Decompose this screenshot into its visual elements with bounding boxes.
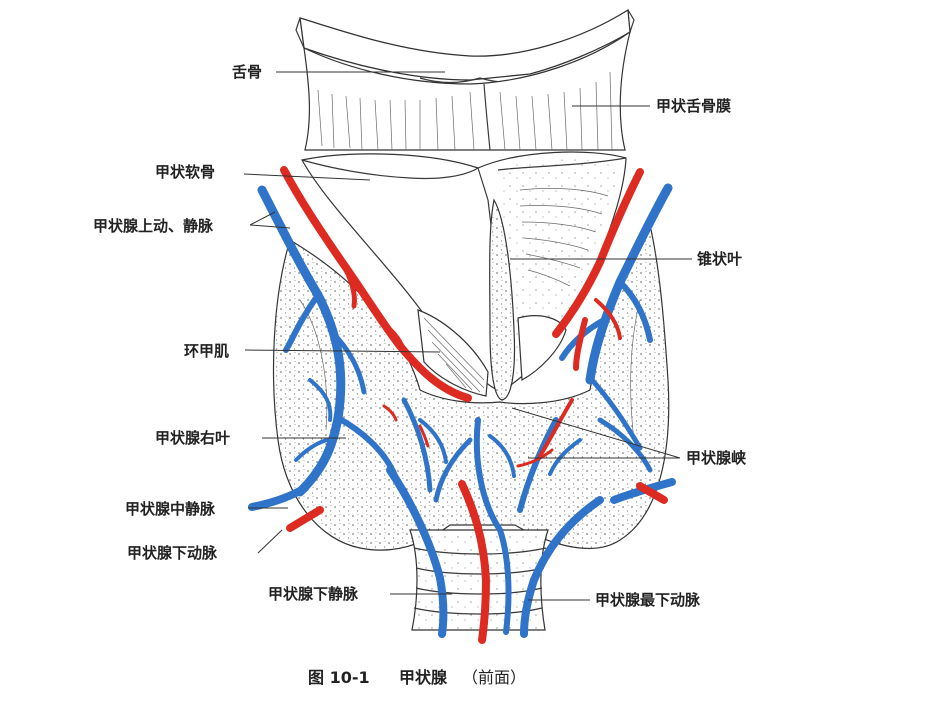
label-hyoid: 舌骨 — [232, 63, 262, 81]
thyroid-gland-drawing — [272, 223, 670, 551]
label-pyramidal-lobe: 锥状叶 — [697, 250, 742, 268]
hyoid-and-membrane-drawing — [295, 8, 635, 151]
caption-number: 图 10-1 — [308, 668, 370, 687]
label-cricothyroid: 环甲肌 — [184, 342, 229, 360]
labels: 舌骨 甲状舌骨膜 甲状软骨 甲状腺上动、静脉 锥状叶 环甲肌 甲状腺右叶 甲状腺… — [93, 63, 747, 609]
leader-lines — [243, 71, 692, 601]
label-thyrohyoid-membrane: 甲状舌骨膜 — [656, 97, 731, 115]
thyroid-arteries — [280, 166, 668, 644]
figure-caption: 图 10-1 甲状腺 （前面） — [308, 668, 526, 687]
label-isthmus: 甲状腺峡 — [686, 449, 747, 467]
label-thyroid-cartilage: 甲状软骨 — [155, 163, 215, 181]
thyroid-veins — [248, 183, 676, 638]
label-inferior-thyroid-vein: 甲状腺下静脉 — [268, 585, 359, 603]
label-thyroid-ima-artery: 甲状腺最下动脉 — [595, 591, 701, 609]
label-right-lobe: 甲状腺右叶 — [155, 429, 230, 447]
label-middle-thyroid-vein: 甲状腺中静脉 — [125, 500, 216, 518]
caption-title: 甲状腺 — [399, 668, 448, 687]
label-superior-thyroid-vessels: 甲状腺上动、静脉 — [93, 217, 214, 235]
caption-note: （前面） — [462, 668, 526, 687]
label-inferior-thyroid-artery: 甲状腺下动脉 — [127, 544, 218, 562]
